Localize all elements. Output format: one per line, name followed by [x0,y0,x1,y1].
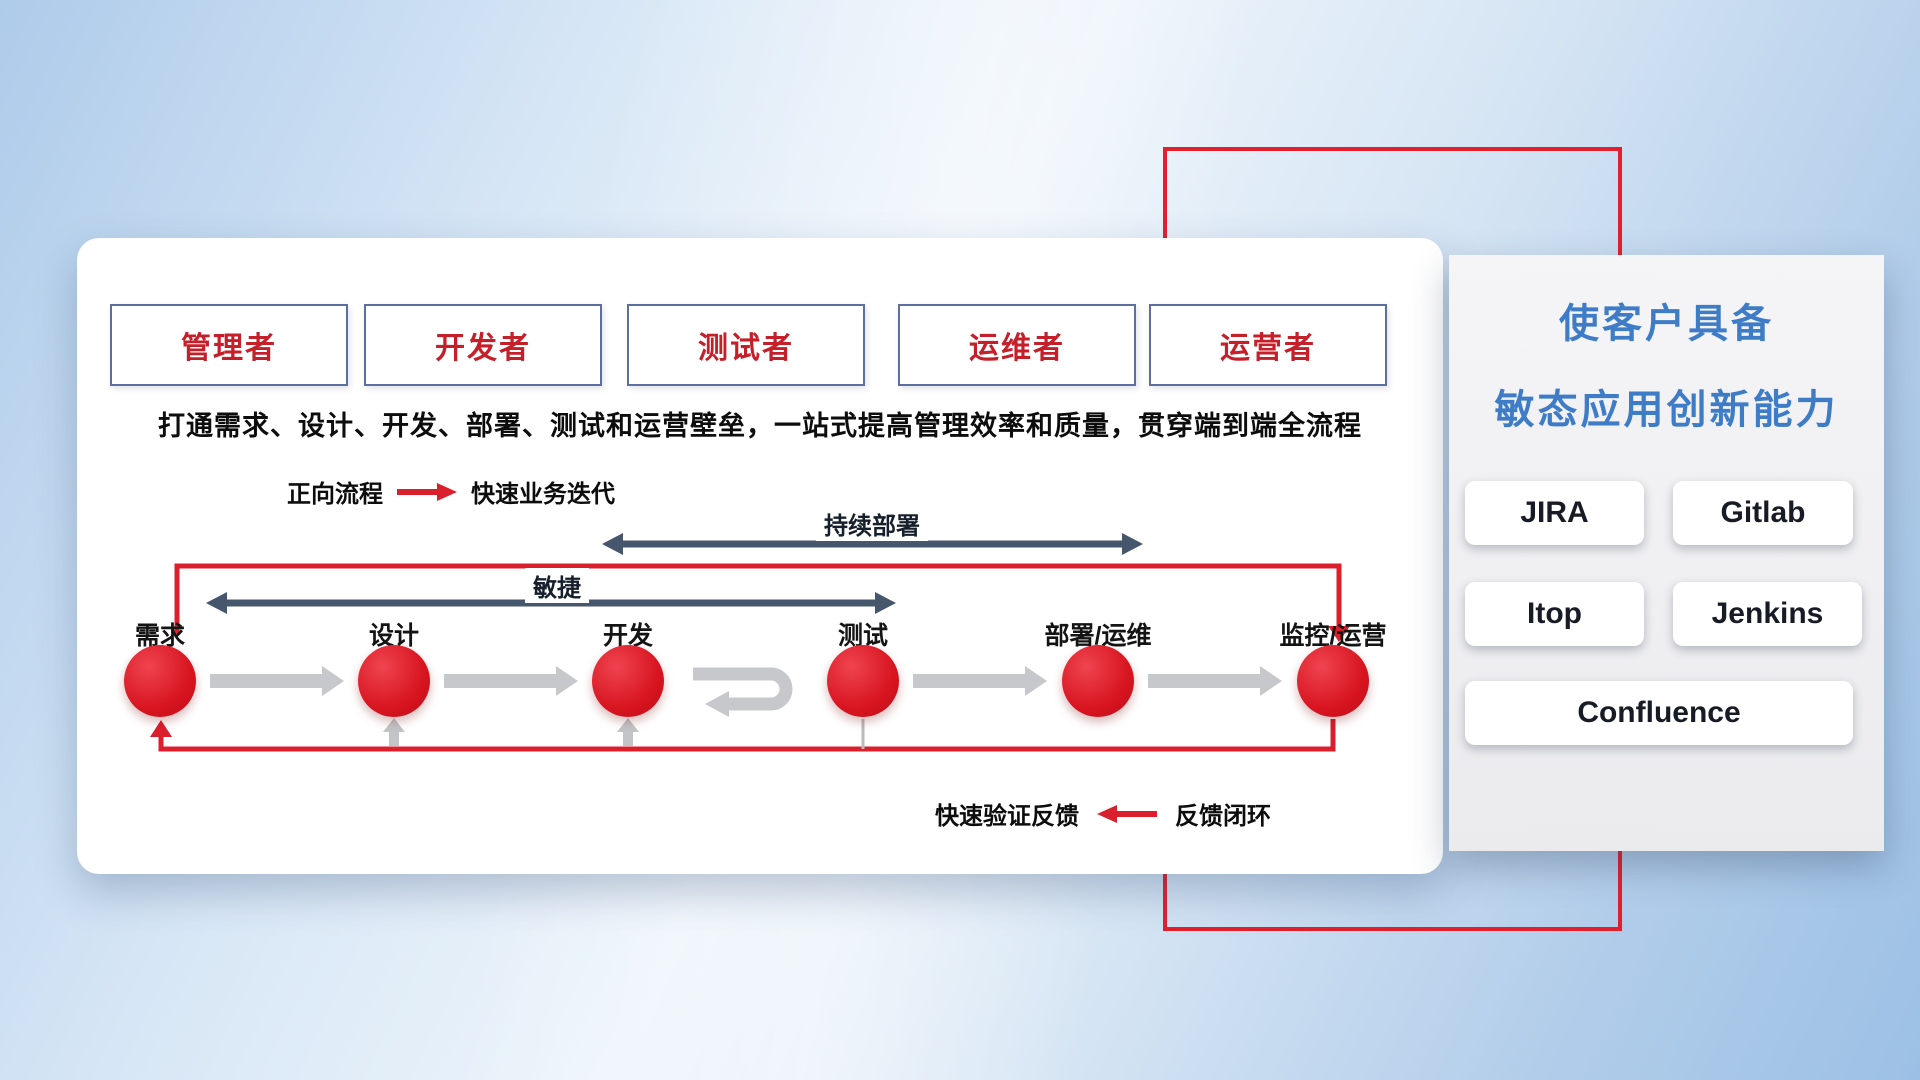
feedback-connector-line [861,719,865,749]
cd-left-arrowhead-icon [602,533,623,555]
tool-chip-jenkins: Jenkins [1673,582,1862,646]
forward-arrow-icon [397,482,457,501]
panel-title-line1: 使客户具备 [1559,302,1774,346]
legend-forward-label: 正向流程 [287,481,383,508]
capability-panel: 使客户具备 敏态应用创新能力 JIRA Gitlab Itop Jenkins … [1449,255,1884,851]
stage-node-monitor-operate [1297,645,1369,717]
tool-label: Gitlab [1720,496,1806,529]
feedback-arrow-icon [1097,804,1157,823]
forward-loop-line [174,563,1342,634]
legend-forward-value: 快速业务迭代 [471,481,615,508]
forward-loop-arrowhead-icon [1328,626,1350,642]
tool-label: Jenkins [1711,597,1824,630]
feedback-up-arrow-icon [383,718,405,746]
feedback-loop-line [158,719,1336,752]
role-box-operator: 运营者 [1149,304,1387,386]
agile-label: 敏捷 [525,568,589,603]
panel-title-line2: 敏态应用创新能力 [1494,388,1839,432]
tool-chip-gitlab: Gitlab [1673,481,1853,545]
process-description: 打通需求、设计、开发、部署、测试和运营壁垒，一站式提高管理效率和质量，贯穿端到端… [158,411,1362,441]
stage-arrow-icon [210,666,344,696]
role-label: 开发者 [435,332,531,365]
legend-feedback-value: 反馈闭环 [1175,803,1271,830]
stage-node-design [358,645,430,717]
tool-chip-jira: JIRA [1465,481,1644,545]
tool-label: Itop [1527,597,1582,630]
iterate-loop-arrowhead-icon [705,691,729,717]
legend-feedback-label: 快速验证反馈 [935,803,1079,830]
tool-chip-itop: Itop [1465,582,1644,646]
stage-node-requirements [124,645,196,717]
stage-node-testing [827,645,899,717]
agile-right-arrowhead-icon [875,592,896,614]
iterate-loop-icon [693,667,793,711]
feedback-loop-arrowhead-icon [150,720,172,737]
stage-arrow-icon [1148,666,1282,696]
role-box-ops: 运维者 [898,304,1136,386]
role-label: 运维者 [969,332,1065,365]
cd-right-arrowhead-icon [1122,533,1143,555]
feedback-up-arrow-icon [617,718,639,746]
role-label: 管理者 [181,332,277,365]
process-card: 管理者 开发者 测试者 运维者 运营者 打通需求、设计、开发、部署、测试和运营壁… [77,238,1443,874]
role-label: 测试者 [698,332,794,365]
tool-label: Confluence [1577,696,1741,729]
stage-node-deploy-ops [1062,645,1134,717]
role-box-developer: 开发者 [364,304,602,386]
agile-left-arrowhead-icon [206,592,227,614]
stage-arrow-icon [444,666,578,696]
role-box-tester: 测试者 [627,304,865,386]
legend-forward: 正向流程 快速业务迭代 [287,474,615,509]
continuous-deploy-label: 持续部署 [816,506,928,541]
flow-arrows-layer [150,533,1350,752]
stage-arrow-icon [913,666,1047,696]
stage-node-development [592,645,664,717]
tool-label: JIRA [1520,496,1589,529]
tool-chip-confluence: Confluence [1465,681,1853,745]
legend-feedback: 快速验证反馈 反馈闭环 [935,796,1271,831]
role-box-manager: 管理者 [110,304,348,386]
role-label: 运营者 [1220,332,1316,365]
